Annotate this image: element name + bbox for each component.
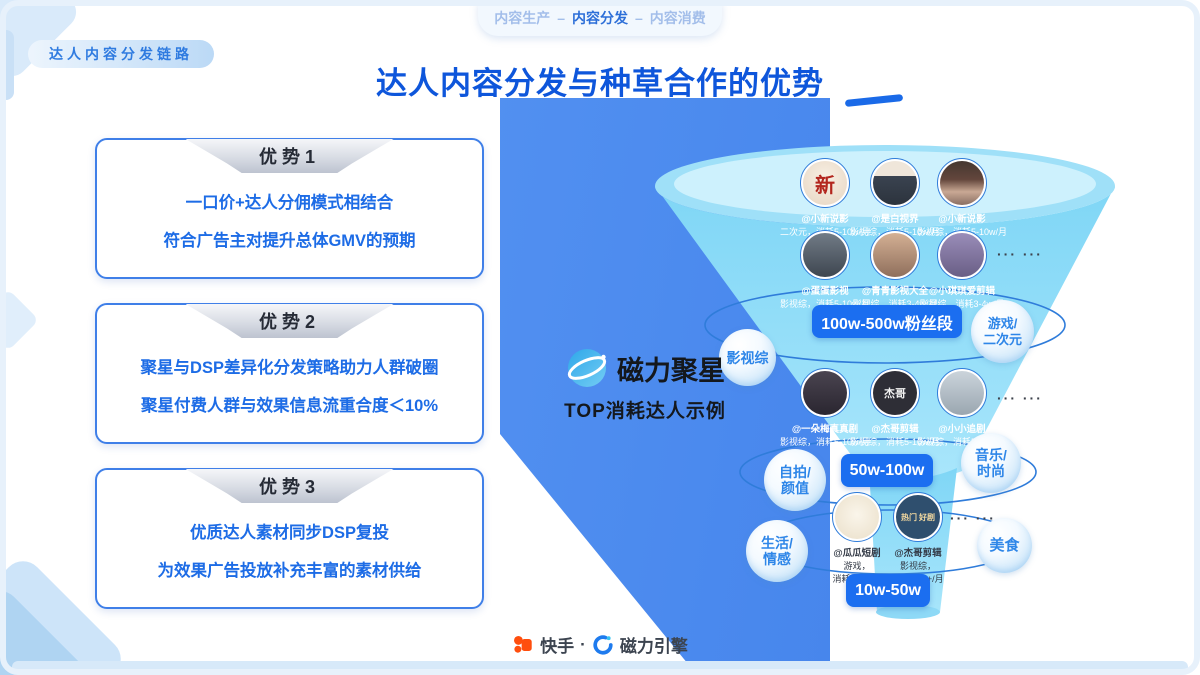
- influencer-name: @蛋蛋影视: [801, 286, 849, 297]
- influencer-desc: 影视综，: [899, 561, 936, 571]
- influencer-name: @小小追剧: [938, 424, 986, 435]
- tab-separator: –: [557, 10, 565, 26]
- influencer-name: @小新说影: [938, 214, 986, 225]
- magnetic-engine-label: 磁力引擎: [619, 637, 688, 656]
- tab-separator: –: [635, 10, 643, 26]
- avatar-glyph: 杰哥: [884, 388, 906, 400]
- bubble-label: 自拍/: [779, 464, 811, 480]
- bubble-label: 影视综: [726, 349, 769, 366]
- influencer-name: @小新说影: [801, 214, 849, 225]
- influencer-card: 杰哥 @杰哥剪辑 影视综，消耗5-10w/月: [840, 368, 950, 448]
- avatar: 新: [800, 158, 850, 208]
- bubble-label: 游戏/: [987, 315, 1018, 331]
- footer-separator: ·: [580, 634, 586, 654]
- influencer-card: @一朵梅真真剧 影视综，消耗5-10w/月: [770, 368, 880, 448]
- influencer-desc: 影视综，消耗3-4w/月: [919, 299, 1005, 309]
- influencer-name: @瓜瓜短剧: [833, 548, 881, 559]
- influencer-card: @瓜瓜短剧 游戏， 消耗3-4w/月: [807, 492, 907, 585]
- advantage-2-line-2: 聚星付费人群与效果信息流重合度＜10%: [140, 397, 439, 415]
- advantage-box-2: 优势2 聚星与DSP差异化分发策略助力人群破圈 聚星付费人群与效果信息流重合度＜…: [95, 303, 484, 444]
- advantage-3-line-2: 为效果广告投放补充丰富的素材供给: [157, 562, 422, 580]
- avatar-glyph: 新: [815, 174, 835, 197]
- influencer-name: @青青影视大全: [861, 286, 929, 297]
- tab-content-consumption[interactable]: 内容消费: [649, 10, 706, 26]
- content-flow-tab: 内容生产 – 内容分发 – 内容消费: [478, 0, 722, 36]
- bubble-label: 音乐/: [975, 447, 1007, 463]
- page-title: 达人内容分发与种草合作的优势: [376, 66, 824, 101]
- magnetic-star-logo-icon: [567, 349, 607, 387]
- influencer-card: 热门 好剧 @杰哥剪辑 影视综， 消耗10w+/月: [868, 492, 968, 585]
- tab-content-production[interactable]: 内容生产: [494, 10, 551, 26]
- tab-content-distribution[interactable]: 内容分发: [572, 10, 628, 26]
- advantage-1-line-1: 一口价+达人分佣模式相结合: [185, 194, 394, 212]
- influencer-card: @小琪琪爱剪辑 影视综，消耗3-4w/月: [907, 230, 1017, 310]
- bubble-game-anime: 游戏/ 二次元: [971, 300, 1034, 363]
- bubble-label: 时尚: [977, 463, 1005, 479]
- brand-name: 磁力聚星: [617, 355, 725, 386]
- avatar: [800, 230, 850, 280]
- influencer-card: @青青影视大全 影视综，消耗3-4w/月: [840, 230, 950, 310]
- avatar-glyph: 热门 好剧: [901, 512, 935, 522]
- kuaishou-logo-icon: [514, 635, 532, 653]
- avatar: [937, 158, 987, 208]
- avatar: [870, 230, 920, 280]
- tier-ring-2: [739, 438, 1037, 506]
- avatar: 热门 好剧: [893, 492, 943, 542]
- advantage-3-header: 优势3: [185, 469, 394, 503]
- bubble-selfie-looks: 自拍/ 颜值: [764, 449, 826, 511]
- advantage-box-1: 优势1 一口价+达人分佣模式相结合 符合广告主对提升总体GMV的预期: [95, 138, 484, 279]
- avatar: [870, 158, 920, 208]
- bubble-food: 美食: [977, 518, 1032, 573]
- advantage-1-line-2: 符合广告主对提升总体GMV的预期: [163, 232, 416, 250]
- influencer-desc: 影视综，消耗5-10w/月: [849, 437, 940, 447]
- tier-label-10w-50w: 10w-50w: [846, 574, 930, 607]
- kuaishou-label: 快手: [540, 637, 575, 656]
- more-influencers-dots: ··· ···: [997, 246, 1043, 262]
- bubble-label: 美食: [989, 536, 1020, 554]
- influencer-name: @杰哥剪辑: [871, 424, 919, 435]
- more-influencers-dots: ··· ···: [950, 510, 996, 526]
- influencer-name: @小琪琪爱剪辑: [928, 286, 996, 297]
- advantage-3-line-1: 优质达人素材同步DSP复投: [190, 524, 389, 542]
- advantage-box-3: 优势3 优质达人素材同步DSP复投 为效果广告投放补充丰富的素材供给: [95, 468, 484, 609]
- avatar: [832, 492, 882, 542]
- funnel-neck-bottom: [876, 605, 940, 619]
- advantage-2-header: 优势2: [185, 304, 394, 338]
- influencer-name: @一朵梅真真剧: [791, 424, 859, 435]
- influencer-name: @是白视界: [871, 214, 919, 225]
- section-badge: 达人内容分发链路: [28, 40, 214, 68]
- influencer-desc: 游戏，: [843, 561, 871, 571]
- bubble-life-emotion: 生活/ 情感: [746, 520, 808, 582]
- bubble-label: 生活/: [761, 535, 793, 551]
- avatar: [800, 368, 850, 418]
- left-diamond-deco: [0, 288, 40, 352]
- advantage-1-header: 优势1: [185, 139, 394, 173]
- influencer-desc: 影视综，消耗3-4w/月: [852, 299, 938, 309]
- advantage-2-line-1: 聚星与DSP差异化分发策略助力人群破圈: [140, 359, 439, 377]
- magnetic-engine-logo-icon: [593, 634, 613, 655]
- influencer-card: @小小追剧 影视综，消耗5-10w/月: [907, 368, 1017, 448]
- avatar: [937, 368, 987, 418]
- influencer-desc: 影视综，消耗5-10w/月: [779, 299, 870, 309]
- tier-label-100w-500w: 100w-500w粉丝段: [812, 305, 962, 338]
- footer-brands: 快手 · 磁力引擎: [0, 632, 1200, 657]
- influencer-desc: 影视综，消耗5-10w/月: [779, 437, 870, 447]
- bubble-music-fashion: 音乐/ 时尚: [961, 433, 1021, 493]
- brand-block: 磁力聚星 TOP消耗达人示例: [505, 346, 785, 423]
- tier-label-50w-100w: 50w-100w: [841, 454, 933, 487]
- more-influencers-dots: ··· ···: [997, 390, 1043, 406]
- brand-subtitle: TOP消耗达人示例: [564, 401, 726, 422]
- bubble-label: 二次元: [982, 331, 1022, 347]
- avatar: 杰哥: [870, 368, 920, 418]
- bubble-film-variety: 影视综: [719, 329, 776, 386]
- influencer-card: @蛋蛋影视 影视综，消耗5-10w/月: [770, 230, 880, 310]
- bubble-label: 颜值: [781, 480, 809, 496]
- avatar: [937, 230, 987, 280]
- influencer-desc: 影视综，消耗5-10w/月: [916, 437, 1007, 447]
- influencer-card: @小新说影 影视综，消耗5-10w/月: [907, 158, 1017, 238]
- bubble-label: 情感: [763, 551, 791, 567]
- tier-ring-1: [704, 286, 1066, 364]
- influencer-name: @杰哥剪辑: [894, 548, 942, 559]
